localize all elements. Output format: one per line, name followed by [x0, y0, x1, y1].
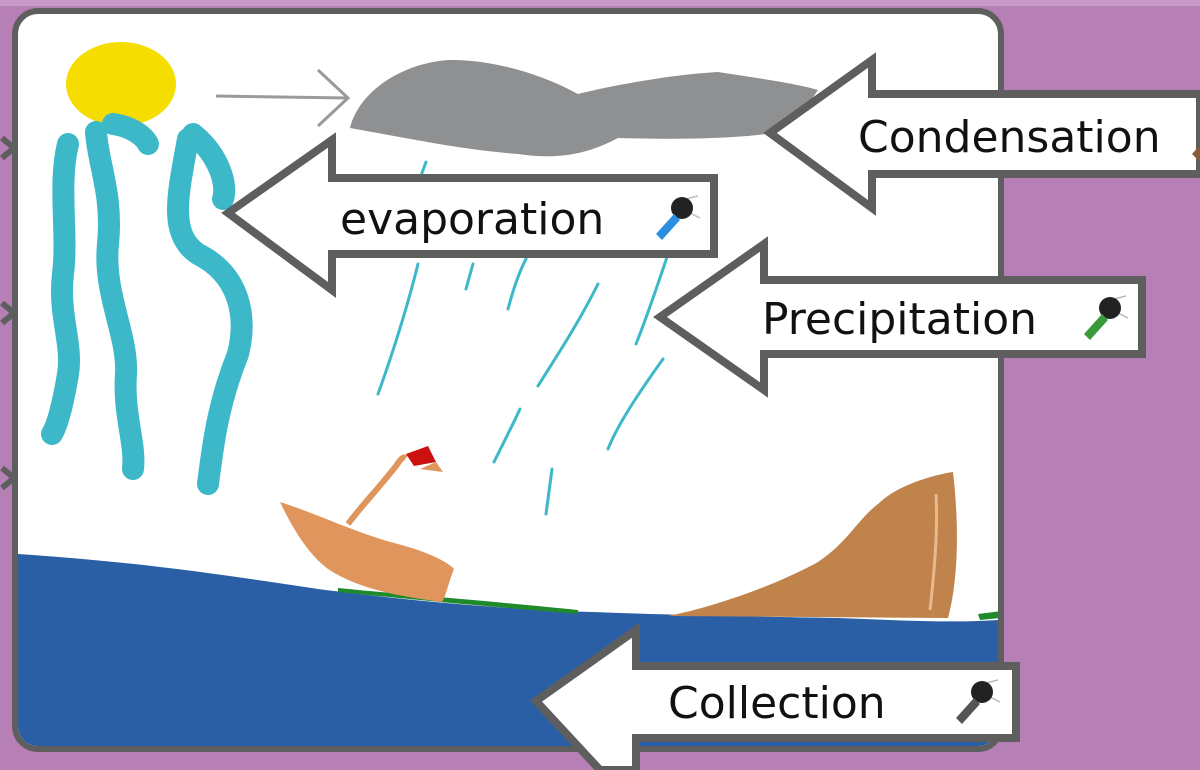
water-cycle-drawing — [18, 42, 998, 746]
land-mass — [668, 472, 957, 618]
sun-to-cloud-arrow — [215, 68, 351, 128]
cloud — [350, 59, 818, 157]
top-strip — [0, 0, 1200, 6]
precipitation-microphone-icon[interactable] — [1076, 292, 1132, 348]
condensation-microphone-icon[interactable] — [1184, 112, 1200, 168]
evaporation-lines — [41, 113, 253, 495]
drawing-canvas[interactable] — [12, 8, 1004, 752]
sun — [66, 42, 176, 126]
boat — [280, 502, 454, 602]
boat-flag — [406, 446, 436, 466]
